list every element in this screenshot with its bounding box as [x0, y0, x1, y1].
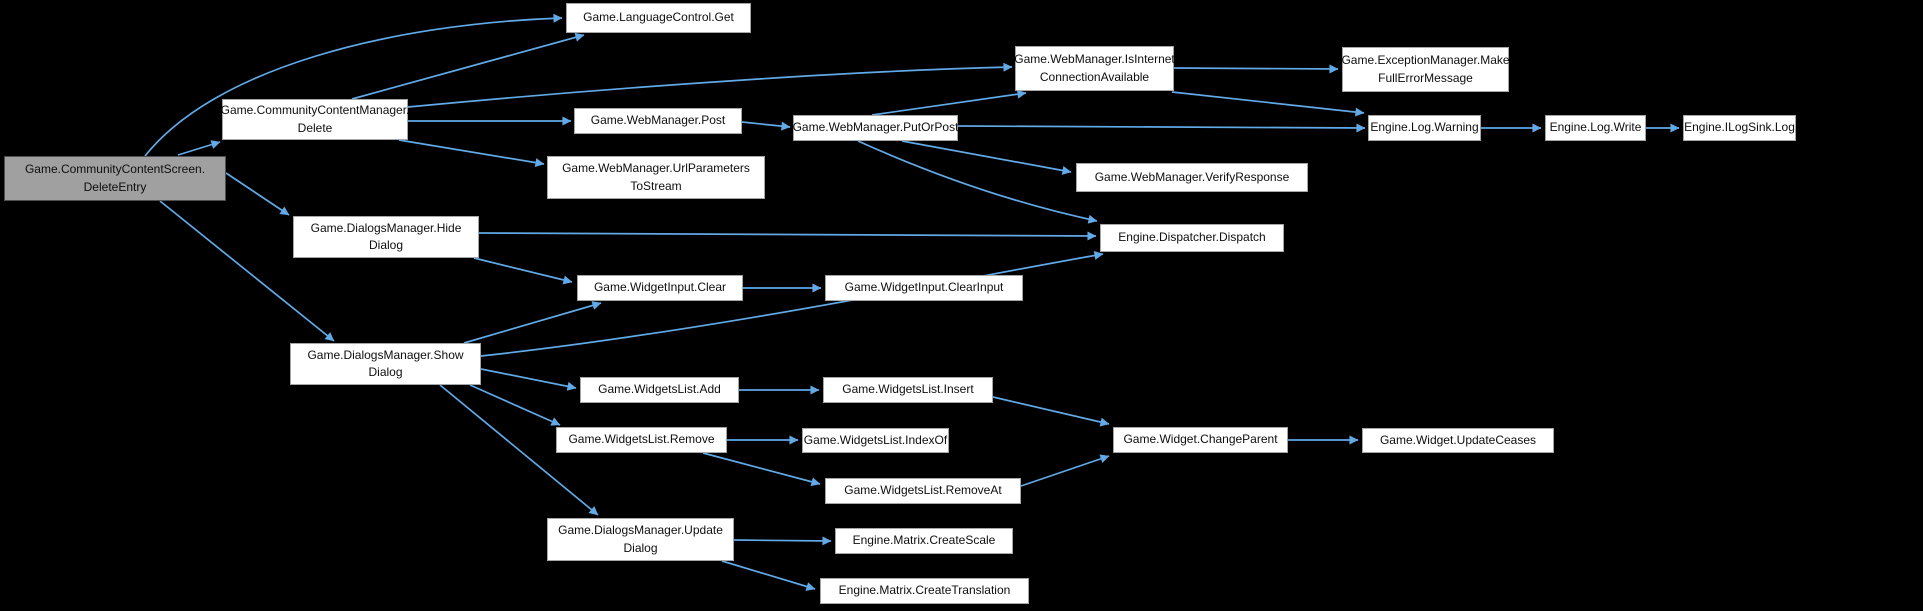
graph-node-label: Game.CommunityContentManager. [220, 103, 410, 118]
graph-node-label: Game.WidgetsList.IndexOf [803, 432, 948, 447]
graph-node-label: DeleteEntry [83, 179, 147, 194]
edge-ccm-delete-to-is-internet [407, 62, 1013, 108]
edge-show-dialog-to-wl-remove [469, 384, 561, 426]
edge-web-post-to-put-or-post [741, 121, 791, 131]
edge-put-or-post-to-verify-response [901, 140, 1072, 175]
graph-node-label: ConnectionAvailable [1039, 69, 1150, 84]
graph-node-label: Game.WidgetsList.Remove [568, 432, 715, 447]
graph-node-delete-entry: Game.CommunityContentScreen. DeleteEntry [4, 156, 226, 201]
graph-node-label: Game.WebManager.IsInternet [1014, 52, 1175, 67]
graph-node-label: Engine.Log.Warning [1370, 120, 1479, 135]
graph-node-wl-removeat[interactable]: Game.WidgetsList.RemoveAt [825, 478, 1021, 504]
graph-node-label: FullErrorMessage [1378, 70, 1473, 85]
graph-node-label: Game.Widget.ChangeParent [1123, 432, 1278, 447]
edge-ccm-delete-to-url-params [398, 139, 545, 168]
graph-node-label: Game.WidgetsList.RemoveAt [844, 483, 1002, 498]
graph-node-label: Game.WidgetInput.Clear [593, 280, 727, 295]
graph-node-change-parent[interactable]: Game.Widget.ChangeParent [1113, 427, 1288, 453]
graph-node-label: Game.WebManager.UrlParameters [562, 161, 750, 176]
graph-node-verify-response[interactable]: Game.WebManager.VerifyResponse [1076, 163, 1308, 192]
graph-node-language-get[interactable]: Game.LanguageControl.Get [566, 3, 751, 33]
graph-node-label: Dialog [368, 365, 403, 379]
graph-node-label: ToStream [630, 178, 682, 193]
graph-node-create-translation[interactable]: Engine.Matrix.CreateTranslation [820, 578, 1029, 604]
graph-node-label: Game.WidgetInput.ClearInput [844, 280, 1004, 295]
edge-wl-removeat-to-change-parent [1020, 454, 1110, 487]
graph-node-label: Game.WidgetsList.Insert [842, 382, 974, 397]
graph-node-label: Game.WebManager.VerifyResponse [1094, 169, 1290, 184]
graph-node-label: Game.WidgetsList.Add [598, 382, 721, 397]
graph-node-ccm-delete[interactable]: Game.CommunityContentManager. Delete [220, 99, 410, 140]
graph-node-label: Game.ExceptionManager.Make [1341, 53, 1510, 68]
edge-wl-remove-to-wl-removeat [702, 452, 821, 487]
edge-ccm-delete-to-language-get [351, 32, 585, 100]
edge-is-internet-to-log-warning [1171, 91, 1365, 117]
graph-node-label: Game.DialogsManager.Show [307, 347, 464, 362]
graph-node-update-ceases[interactable]: Game.Widget.UpdateCeases [1362, 428, 1554, 453]
edge-is-internet-to-make-full-error [1173, 64, 1339, 74]
edge-put-or-post-to-log-warning [957, 123, 1366, 133]
graph-node-label: Game.CommunityContentScreen. [24, 162, 206, 177]
edge-update-dialog-to-create-translation [721, 560, 816, 591]
graph-node-label: Delete [297, 120, 333, 135]
graph-node-label: Game.DialogsManager.Hide [310, 220, 462, 235]
graph-node-label: Game.Widget.UpdateCeases [1379, 432, 1537, 447]
edge-wl-insert-to-change-parent [992, 396, 1110, 427]
graph-node-clear-input[interactable]: Game.WidgetInput.ClearInput [825, 275, 1023, 301]
edge-put-or-post-to-dispatch [857, 140, 1098, 224]
edge-show-dialog-to-dispatch [480, 251, 1104, 357]
graph-node-web-post[interactable]: Game.WebManager.Post [574, 108, 742, 134]
graph-node-wl-indexof[interactable]: Game.WidgetsList.IndexOf [802, 428, 949, 453]
graph-node-widget-clear[interactable]: Game.WidgetInput.Clear [577, 275, 743, 301]
edge-put-or-post-to-is-internet [871, 89, 1027, 116]
graph-node-label: Game.DialogsManager.Update [558, 523, 723, 538]
edge-delete-entry-to-ccm-delete [177, 140, 221, 156]
graph-node-label: Engine.Matrix.CreateScale [852, 533, 996, 548]
edge-show-dialog-to-widget-clear [463, 301, 602, 344]
graph-node-label: Game.WebManager.PutOrPost [792, 120, 959, 135]
graph-node-log-warning[interactable]: Engine.Log.Warning [1368, 115, 1481, 141]
edge-update-dialog-to-create-scale [733, 536, 832, 546]
graph-node-label: Engine.ILogSink.Log [1684, 120, 1795, 135]
graph-node-log-write[interactable]: Engine.Log.Write [1545, 115, 1646, 141]
graph-node-label: Game.LanguageControl.Get [583, 10, 734, 25]
graph-node-dispatch[interactable]: Engine.Dispatcher.Dispatch [1100, 224, 1284, 252]
graph-node-wl-insert[interactable]: Game.WidgetsList.Insert [823, 377, 993, 403]
graph-node-label: Engine.Log.Write [1549, 120, 1642, 135]
edge-hide-dialog-to-dispatch [478, 231, 1097, 241]
edge-delete-entry-to-hide-dialog [225, 172, 290, 216]
graph-node-ilogsink-log[interactable]: Engine.ILogSink.Log [1683, 115, 1796, 141]
edge-hide-dialog-to-widget-clear [473, 257, 573, 285]
graph-node-label: Game.WebManager.Post [590, 113, 726, 128]
graph-node-label: Dialog [368, 238, 404, 252]
graph-node-put-or-post[interactable]: Game.WebManager.PutOrPost [793, 115, 958, 141]
graph-node-label: Dialog [623, 540, 658, 555]
graph-node-wl-add[interactable]: Game.WidgetsList.Add [580, 377, 739, 403]
graph-node-wl-remove[interactable]: Game.WidgetsList.Remove [556, 427, 727, 453]
edge-show-dialog-to-wl-add [480, 368, 577, 391]
graph-node-create-scale[interactable]: Engine.Matrix.CreateScale [835, 528, 1013, 554]
graph-node-label: Engine.Dispatcher.Dispatch [1118, 230, 1266, 245]
graph-node-label: Engine.Matrix.CreateTranslation [838, 583, 1011, 598]
